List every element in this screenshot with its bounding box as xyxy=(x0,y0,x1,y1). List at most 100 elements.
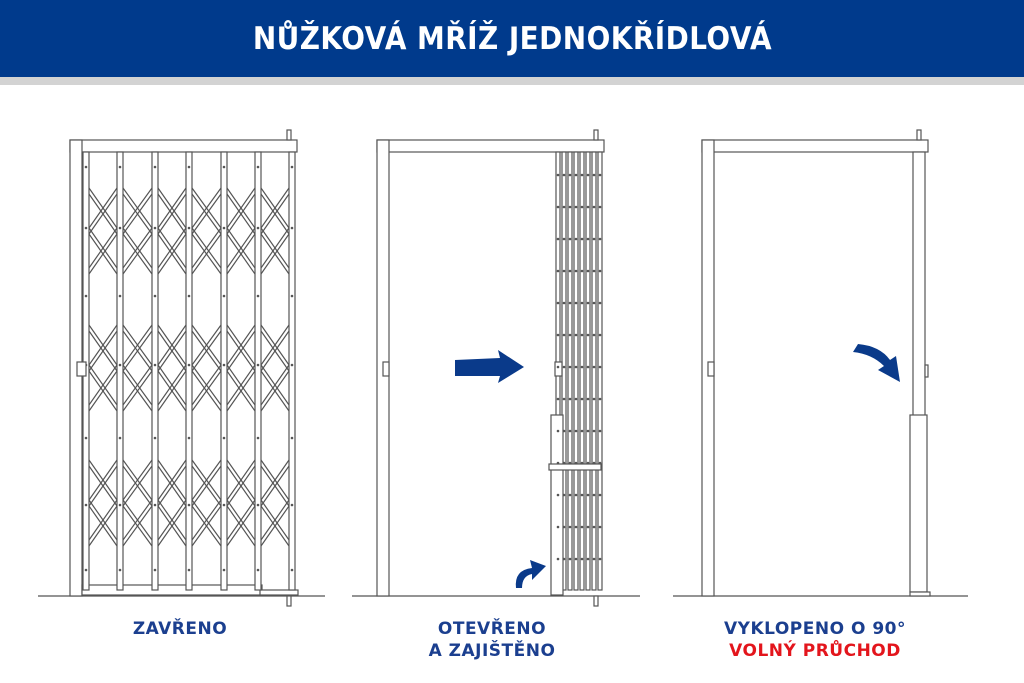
rivet xyxy=(556,525,560,529)
rivet xyxy=(580,205,584,209)
rivet xyxy=(580,397,584,401)
rivet xyxy=(586,397,590,401)
rivet xyxy=(592,525,596,529)
scissor-link xyxy=(88,227,118,269)
scissor-link xyxy=(191,465,222,507)
folded-gate-bar xyxy=(579,151,585,591)
rivet xyxy=(580,557,584,561)
rivet xyxy=(580,429,584,433)
scissor-link xyxy=(226,330,256,372)
rivet xyxy=(84,226,88,230)
scissor-link xyxy=(157,459,187,501)
rivet xyxy=(153,165,157,169)
rivet xyxy=(556,557,560,561)
scissor-link xyxy=(88,465,118,507)
scissor-link xyxy=(226,233,256,275)
door-frame-lintel xyxy=(376,139,605,153)
rivet xyxy=(568,205,572,209)
rivet xyxy=(586,301,590,305)
rivet xyxy=(568,173,572,177)
rivet xyxy=(592,493,596,497)
rivet xyxy=(153,568,157,572)
caption-swung: VYKLOPENO O 90° VOLNÝ PRŮCHOD xyxy=(665,618,965,662)
rivet xyxy=(562,461,566,465)
rivet xyxy=(118,294,122,298)
rivet xyxy=(598,301,602,305)
rivet xyxy=(598,397,602,401)
rivet xyxy=(256,568,260,572)
floor-track xyxy=(909,591,931,597)
rivet xyxy=(222,363,226,367)
rivet xyxy=(562,493,566,497)
rivet xyxy=(592,237,596,241)
scissor-link xyxy=(122,370,153,412)
rivet xyxy=(592,557,596,561)
scissor-link xyxy=(260,364,290,406)
rivet xyxy=(562,301,566,305)
rivet xyxy=(574,205,578,209)
rivet xyxy=(574,333,578,337)
caption-swung-line1: VYKLOPENO O 90° xyxy=(723,619,906,639)
rivet xyxy=(290,363,294,367)
caption-open-line2: A ZAJIŠTĚNO xyxy=(428,641,556,661)
scissor-link xyxy=(88,193,118,235)
rivet xyxy=(574,429,578,433)
scissor-link xyxy=(88,324,118,366)
bottom-rail xyxy=(81,584,263,596)
scissor-link xyxy=(157,364,187,406)
rivet xyxy=(556,429,560,433)
scissor-link xyxy=(191,227,222,269)
rivet xyxy=(598,205,602,209)
scissor-link xyxy=(88,459,118,501)
rivet xyxy=(562,269,566,273)
rivet xyxy=(598,525,602,529)
rivet xyxy=(84,568,88,572)
lock xyxy=(924,364,929,378)
scissor-link xyxy=(88,364,118,406)
scissor-link xyxy=(122,499,153,541)
gate-bar xyxy=(185,151,193,591)
lock xyxy=(554,361,563,377)
rivet xyxy=(580,525,584,529)
rivet xyxy=(222,226,226,230)
rivet xyxy=(598,333,602,337)
arrow-right-icon xyxy=(455,350,524,383)
rivet xyxy=(556,333,560,337)
rivet xyxy=(290,226,294,230)
rivet xyxy=(562,237,566,241)
folded-gate-bar xyxy=(585,151,591,591)
bottom-pin xyxy=(593,595,599,607)
rivet xyxy=(568,365,572,369)
rivet xyxy=(562,429,566,433)
scissor-link xyxy=(157,330,187,372)
rivet xyxy=(256,363,260,367)
rivet xyxy=(598,365,602,369)
rivet xyxy=(290,568,294,572)
scissor-link xyxy=(122,459,153,501)
rivet xyxy=(153,503,157,507)
rivet xyxy=(256,436,260,440)
rivet xyxy=(592,365,596,369)
rivet xyxy=(222,165,226,169)
caption-swung-line2: VOLNÝ PRŮCHOD xyxy=(729,641,901,661)
rivet xyxy=(562,397,566,401)
rivet xyxy=(568,525,572,529)
rivet xyxy=(222,294,226,298)
scissor-link xyxy=(88,187,118,229)
rivet xyxy=(574,397,578,401)
scissor-link xyxy=(122,193,153,235)
rivet xyxy=(598,237,602,241)
rivet xyxy=(556,397,560,401)
scissor-link xyxy=(191,233,222,275)
rivet xyxy=(84,294,88,298)
scissor-link xyxy=(226,465,256,507)
rivet xyxy=(568,557,572,561)
locking-box xyxy=(550,414,564,596)
scissor-link xyxy=(226,459,256,501)
rivet xyxy=(598,493,602,497)
scissor-link xyxy=(122,187,153,229)
door-frame-lintel xyxy=(69,139,298,153)
rivet xyxy=(586,461,590,465)
scissor-link xyxy=(157,193,187,235)
